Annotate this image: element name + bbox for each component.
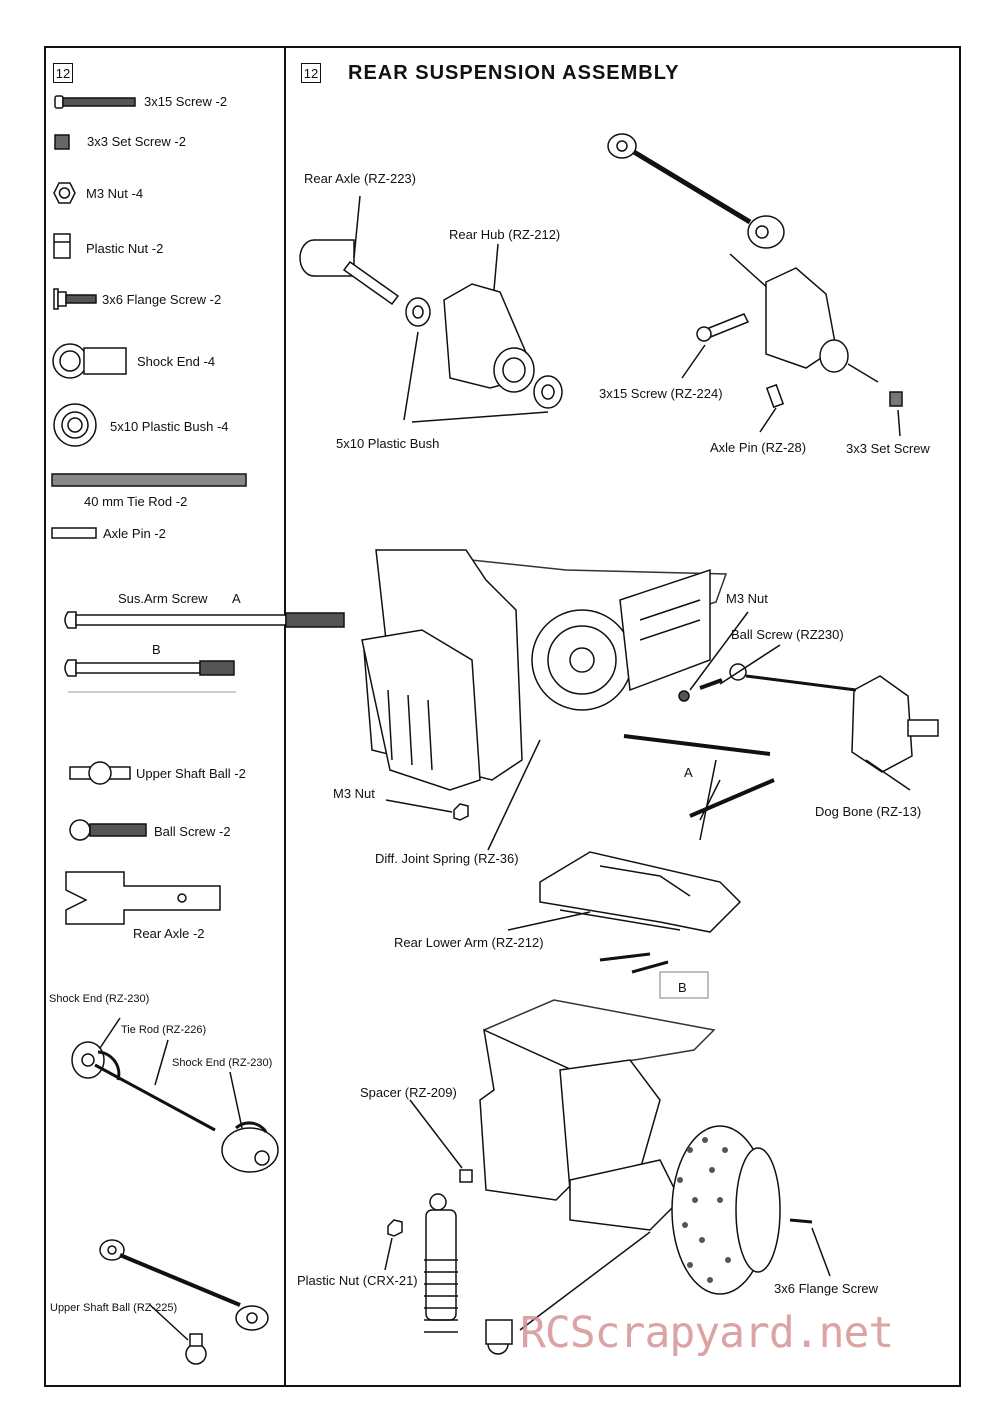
part-plastic-nut: Plastic Nut -2: [86, 241, 164, 256]
chassis-bottom-view: [384, 999, 831, 1355]
sus-arm-screw-b-icon: [64, 659, 236, 693]
page-title: REAR SUSPENSION ASSEMBLY: [348, 62, 680, 84]
tie-rod-exploded: [607, 133, 785, 291]
part-ball-screw: Ball Screw -2: [154, 824, 231, 839]
callout-axle-pin: Axle Pin (RZ-28): [710, 440, 807, 455]
part-flange-screw: 3x6 Flange Screw -2: [102, 292, 222, 307]
callout-diff-spring: Diff. Joint Spring (RZ-36): [375, 851, 519, 866]
shock-end-icon: [52, 343, 127, 379]
part-sus-arm-screw: Sus.Arm Screw: [118, 591, 208, 606]
tie-rod-assembly-diagram: [71, 1017, 279, 1365]
part-screw-a-label: A: [232, 591, 241, 606]
part-axle-pin: Axle Pin -2: [103, 526, 166, 541]
part-set-screw: 3x3 Set Screw -2: [87, 134, 186, 149]
callout-ball-screw: Ball Screw (RZ230): [731, 627, 844, 642]
tie-rod-icon: [51, 473, 247, 487]
diagram-upper-shaft-ball: Upper Shaft Ball (RZ-225): [50, 1302, 178, 1314]
callout-m3-nut-left: M3 Nut: [333, 786, 375, 801]
plastic-bush-exploded: [403, 297, 563, 423]
step-number-right: 12: [301, 63, 321, 83]
callout-dog-bone: Dog Bone (RZ-13): [815, 804, 922, 819]
sus-arm-screw-a-icon: [64, 611, 345, 629]
part-plastic-bush: 5x10 Plastic Bush -4: [110, 419, 229, 434]
watermark: RCScrapyard.net: [520, 1308, 894, 1358]
m3-nut-icon: [53, 182, 76, 204]
axle-pin-icon: [51, 527, 97, 539]
rear-hub-exploded: [443, 243, 535, 393]
callout-set-screw: 3x3 Set Screw: [846, 441, 930, 456]
part-screw-b-label: B: [152, 642, 161, 657]
callout-lower-arm: Rear Lower Arm (RZ-212): [394, 935, 544, 950]
part-tie-rod: 40 mm Tie Rod -2: [84, 494, 188, 509]
diagram-tie-rod: Tie Rod (RZ-226): [121, 1024, 207, 1036]
part-shock-end: Shock End -4: [137, 354, 216, 369]
callout-flange-screw: 3x6 Flange Screw: [774, 1281, 879, 1296]
chassis-middle-view: [361, 549, 939, 851]
flange-screw-icon: [53, 288, 97, 310]
callout-label-a: A: [684, 765, 693, 780]
diagram-shock-end-2: Shock End (RZ-230): [172, 1057, 273, 1069]
rear-lower-arm: [507, 851, 742, 999]
part-rear-axle: Rear Axle -2: [133, 926, 205, 941]
rear-axle-exploded: [299, 195, 400, 306]
page-frame: [44, 46, 961, 1387]
plastic-bush-icon: [53, 403, 97, 447]
callout-plastic-nut: Plastic Nut (CRX-21): [297, 1273, 418, 1288]
callout-rear-axle: Rear Axle (RZ-223): [304, 171, 416, 186]
hub-right-exploded: [681, 267, 903, 437]
screw-3x15-icon: [54, 95, 136, 109]
plastic-nut-icon: [53, 233, 71, 259]
part-screw-3x15: 3x15 Screw -2: [144, 94, 228, 109]
callout-plastic-bush: 5x10 Plastic Bush: [336, 436, 440, 451]
upper-shaft-ball-icon: [69, 761, 131, 785]
callout-spacer: Spacer (RZ-209): [360, 1085, 457, 1100]
callout-m3-nut-top: M3 Nut: [726, 591, 768, 606]
callout-screw-3x15: 3x15 Screw (RZ-224): [599, 386, 723, 401]
ball-screw-icon: [69, 819, 147, 841]
part-m3-nut: M3 Nut -4: [86, 186, 144, 201]
set-screw-icon: [54, 134, 70, 150]
step-number-left: 12: [53, 63, 73, 83]
column-divider: [284, 46, 286, 1387]
rear-axle-icon: [65, 871, 221, 925]
callout-label-b: B: [678, 980, 687, 995]
diagram-shock-end-1: Shock End (RZ-230): [49, 993, 150, 1005]
part-upper-shaft-ball: Upper Shaft Ball -2: [136, 766, 246, 781]
callout-rear-hub: Rear Hub (RZ-212): [449, 227, 561, 242]
